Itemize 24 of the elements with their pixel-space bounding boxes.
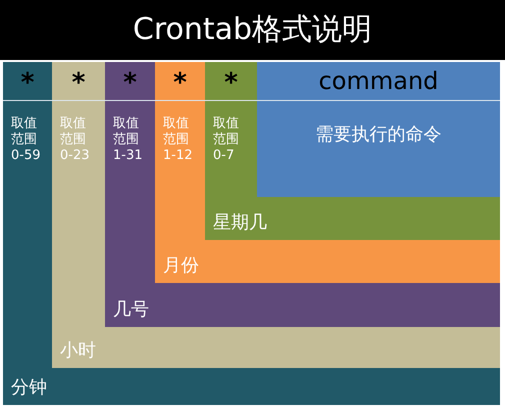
range-note: 取值范围0-23 [60,116,91,164]
wildcard-symbol: * [172,68,188,98]
range-note: 取值范围0-7 [213,116,240,164]
field-label: 几号 [113,299,149,321]
title-bar: Crontab格式说明 [0,0,505,60]
range-note: 取值范围0-59 [11,116,42,164]
field-band [205,62,500,240]
wildcard-symbol: * [20,68,36,98]
range-note: 取值范围1-31 [113,116,144,164]
field-label: 星期几 [213,212,267,234]
wildcard-symbol: * [122,68,138,98]
wildcard-symbol: * [223,68,239,98]
command-description: 需要执行的命令 [314,124,442,146]
command-box [257,62,500,197]
range-note: 取值范围1-12 [163,116,194,164]
field-label: 月份 [163,255,199,277]
field-label: 小时 [60,340,96,362]
field-band [3,62,500,405]
wildcard-symbol: * [70,68,86,98]
field-band [155,62,500,283]
field-band [52,62,500,368]
command-label: command [318,66,440,96]
field-band [105,62,500,327]
field-label: 分钟 [11,377,47,399]
